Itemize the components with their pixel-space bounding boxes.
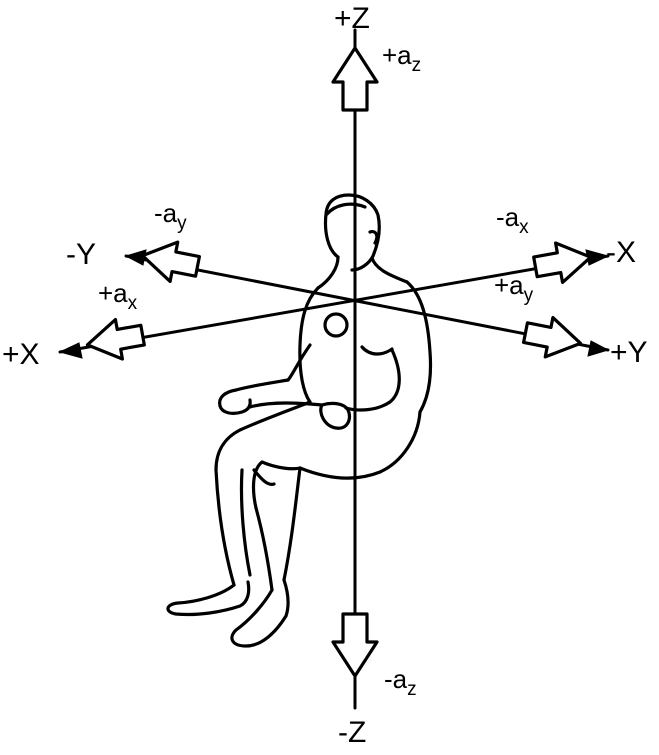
figure-forearm xyxy=(234,378,290,392)
figure-near-foot xyxy=(230,578,290,648)
pos-y-label: +Y xyxy=(610,336,648,369)
pos-ay-label-base: +a xyxy=(494,270,524,300)
pos-ax-arrow xyxy=(85,318,146,361)
figure-hair xyxy=(325,202,367,216)
neg-az-label-base: -a xyxy=(384,664,408,694)
figure-hand xyxy=(218,388,252,415)
figure-far-shin-back xyxy=(239,468,252,577)
figure-seat xyxy=(298,410,422,480)
pos-y-arrowhead xyxy=(587,340,610,357)
figure-chest xyxy=(405,280,433,414)
neg-az-label: -az xyxy=(384,664,417,700)
neg-ay-label-sub: y xyxy=(177,213,187,234)
neg-x-label: -X xyxy=(606,236,636,269)
figure-back xyxy=(298,286,320,404)
neg-ax-label: -ax xyxy=(496,202,529,238)
figure-thigh-bottom xyxy=(251,460,302,510)
pos-az-label-base: +a xyxy=(382,40,412,70)
pos-ax-label-sub: x xyxy=(128,293,138,314)
figure-neck-back xyxy=(316,255,340,290)
figure-near-shin xyxy=(254,506,274,592)
pos-ay-label-sub: y xyxy=(524,285,534,306)
figure-neck-front xyxy=(370,256,409,284)
pos-ax-label-base: +a xyxy=(98,278,128,308)
pos-az-label-sub: z xyxy=(412,55,422,76)
pos-az-arrow xyxy=(331,46,379,112)
chest-reference-circle xyxy=(323,312,349,338)
seated-human-figure xyxy=(166,193,433,648)
neg-ax-arrow xyxy=(532,241,593,284)
neg-ax-label-sub: x xyxy=(519,217,529,238)
pos-ay-label: +ay xyxy=(494,270,534,306)
pos-ax-label: +ax xyxy=(98,278,138,314)
pos-z-label: +Z xyxy=(334,2,370,35)
figure-thigh-top xyxy=(214,400,312,472)
acceleration-arrows xyxy=(85,46,593,678)
figure-knee xyxy=(252,468,276,486)
neg-az-label-sub: z xyxy=(407,679,417,700)
neg-ay-arrow xyxy=(140,240,201,283)
figure-near-shin-back xyxy=(282,466,302,582)
figure-ear xyxy=(368,230,379,245)
neg-z-label: -Z xyxy=(338,716,366,749)
pos-x-arrowhead xyxy=(58,342,83,359)
acceleration-labels: +az -az -ay +ay +ax -ax xyxy=(98,40,534,700)
figure-other-hand xyxy=(319,401,352,430)
figure-far-shin xyxy=(214,468,236,587)
pos-az-label: +az xyxy=(382,40,421,76)
neg-ax-label-base: -a xyxy=(496,202,520,232)
figure-pectoral xyxy=(360,345,394,356)
neg-ay-label: -ay xyxy=(154,198,187,234)
axis-arrowheads xyxy=(58,249,610,359)
figure-forearm-lower xyxy=(248,401,324,409)
pos-x-label: +X xyxy=(2,338,40,371)
pos-ay-arrow xyxy=(522,316,583,359)
axis-labels: +Z -Z -Y +Y +X -X xyxy=(2,2,648,749)
neg-y-label: -Y xyxy=(66,238,96,271)
neg-az-arrow xyxy=(331,612,379,678)
axis-lines xyxy=(58,28,610,710)
figure-upper-arm-front xyxy=(344,348,401,412)
figure-upper-arm-back xyxy=(286,343,312,382)
x-axis-line xyxy=(58,254,610,354)
figure-far-foot xyxy=(166,580,251,617)
neg-ay-label-base: -a xyxy=(154,198,178,228)
